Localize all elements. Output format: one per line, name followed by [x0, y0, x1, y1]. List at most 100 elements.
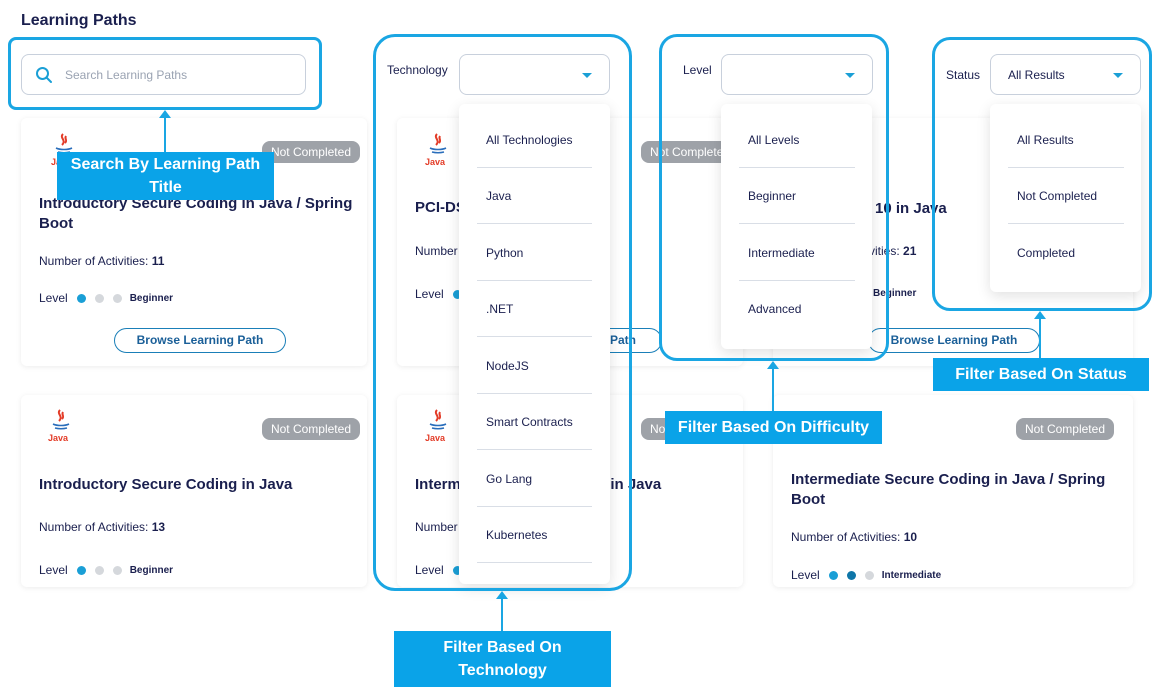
dropdown-option[interactable]: Completed — [1017, 246, 1076, 260]
level-highlight-frame — [659, 34, 889, 361]
activities-count: Number of Activities: 13 — [39, 520, 165, 534]
status-badge: Not Completed — [261, 418, 360, 440]
dropdown-divider — [477, 280, 592, 281]
activities-label: Number — [415, 520, 458, 534]
card-title[interactable]: Introductory Secure Coding in Java — [39, 476, 293, 493]
level-label: Level — [415, 563, 444, 577]
dropdown-option[interactable]: Intermediate — [748, 246, 815, 260]
technology-select[interactable] — [459, 54, 610, 95]
status-select-value: All Results — [1008, 68, 1065, 82]
callout-arrow-line — [164, 117, 166, 153]
dropdown-divider — [477, 449, 592, 450]
callout-arrow-head — [496, 591, 508, 599]
level-label: Level — [791, 568, 820, 582]
level-dot — [846, 570, 856, 580]
card-title[interactable]: Introductory Secure Coding in Java / Spr… — [39, 195, 353, 232]
status-badge: Not Completed — [641, 141, 740, 163]
level-indicator: Level Intermediate — [791, 568, 941, 582]
level-indicator: Level Beginner — [39, 291, 173, 305]
activities-count: Number of Activities: 11 — [39, 254, 164, 268]
dropdown-option[interactable]: Not Completed — [1017, 189, 1098, 203]
activities-label: vities: — [869, 244, 900, 258]
level-label: Level — [39, 563, 68, 577]
dropdown-divider — [477, 393, 592, 394]
card-title-start[interactable]: Interm — [415, 476, 461, 493]
dropdown-option[interactable]: Go Lang — [486, 472, 533, 486]
level-dot — [94, 565, 104, 575]
search-input[interactable]: Search Learning Paths — [21, 54, 306, 95]
search-callout: Search By Learning Path Title — [57, 152, 274, 200]
browse-learning-path-button[interactable]: Browse Learning Path — [868, 328, 1040, 353]
dropdown-divider — [477, 562, 592, 563]
dropdown-divider — [739, 280, 855, 281]
dropdown-divider — [477, 167, 592, 168]
callout-arrow-head — [767, 361, 779, 369]
card-title[interactable]: Intermediate Secure Coding in Java / Spr… — [791, 471, 1106, 508]
dropdown-option[interactable]: Advanced — [748, 302, 802, 316]
dropdown-option[interactable]: Beginner — [748, 189, 797, 203]
level-dot — [864, 570, 874, 580]
activities-value: 11 — [151, 254, 165, 268]
difficulty-callout: Filter Based On Difficulty — [665, 411, 882, 444]
technology-highlight-frame — [373, 34, 632, 591]
dropdown-divider — [477, 336, 592, 337]
java-logo-icon: Java — [48, 408, 74, 448]
search-placeholder: Search Learning Paths — [65, 68, 188, 82]
callout-arrow-head — [1034, 311, 1046, 319]
dropdown-divider — [1008, 223, 1124, 224]
level-dot — [452, 289, 462, 299]
dropdown-divider — [1008, 167, 1124, 168]
card-title[interactable]: PCI-DS — [415, 199, 466, 216]
java-logo-text: Java — [425, 433, 446, 443]
dropdown-option[interactable]: .NET — [486, 302, 514, 316]
browse-learning-path-button[interactable]: Browse Learning Path — [114, 328, 286, 353]
java-logo-text: Java — [48, 433, 69, 443]
dropdown-option[interactable]: All Results — [1017, 133, 1074, 147]
card-title[interactable]: 10 in Java — [875, 200, 947, 217]
status-dropdown: All Results Not Completed Completed — [990, 104, 1141, 292]
learning-path-card: Not Completed Intermediate Secure Coding… — [773, 395, 1133, 587]
level-label: Level — [415, 287, 444, 301]
dropdown-divider — [477, 223, 592, 224]
technology-dropdown: All Technologies Java Python .NET NodeJS… — [459, 104, 610, 584]
level-indicator: Level — [415, 563, 462, 577]
level-select[interactable] — [721, 54, 873, 95]
level-dot — [76, 293, 86, 303]
level-indicator: Level — [415, 287, 462, 301]
callout-arrow-line — [1039, 318, 1041, 358]
activities-value: 10 — [903, 530, 918, 544]
java-logo-text: Java — [425, 157, 446, 167]
activities-label: Number — [415, 244, 458, 258]
chevron-down-icon — [1113, 73, 1123, 78]
level-name: Intermediate — [881, 569, 942, 581]
status-select[interactable]: All Results — [990, 54, 1141, 95]
callout-arrow-line — [772, 368, 774, 411]
technology-callout: Filter Based On Technology — [394, 631, 611, 687]
level-indicator: Level Beginner — [39, 563, 173, 577]
dropdown-divider — [477, 506, 592, 507]
chevron-down-icon — [582, 73, 592, 78]
chevron-down-icon — [845, 73, 855, 78]
activities-value: 21 — [903, 244, 917, 258]
dropdown-option[interactable]: Kubernetes — [486, 528, 548, 542]
level-filter-label: Level — [683, 63, 712, 77]
level-dot — [828, 570, 838, 580]
status-badge: Not Completed — [1015, 418, 1114, 440]
activities-label: Number of Activities: — [39, 254, 149, 268]
dropdown-option[interactable]: NodeJS — [486, 359, 529, 373]
learning-path-card: Java Not Completed Introductory Secure C… — [21, 395, 367, 587]
dropdown-option[interactable]: Python — [486, 246, 524, 260]
search-highlight-frame — [8, 37, 322, 110]
dropdown-option[interactable]: All Levels — [748, 133, 800, 147]
activities-label: Number of Activities: — [791, 530, 901, 544]
dropdown-option[interactable]: Smart Contracts — [486, 415, 573, 429]
level-dot — [112, 293, 122, 303]
level-name: Beginner — [129, 292, 174, 304]
level-name: Beginner — [129, 564, 174, 576]
dropdown-divider — [739, 223, 855, 224]
status-callout: Filter Based On Status — [933, 358, 1149, 391]
dropdown-option[interactable]: Java — [486, 189, 512, 203]
dropdown-option[interactable]: All Technologies — [486, 133, 573, 147]
level-dot — [94, 293, 104, 303]
callout-arrow-head — [159, 110, 171, 118]
